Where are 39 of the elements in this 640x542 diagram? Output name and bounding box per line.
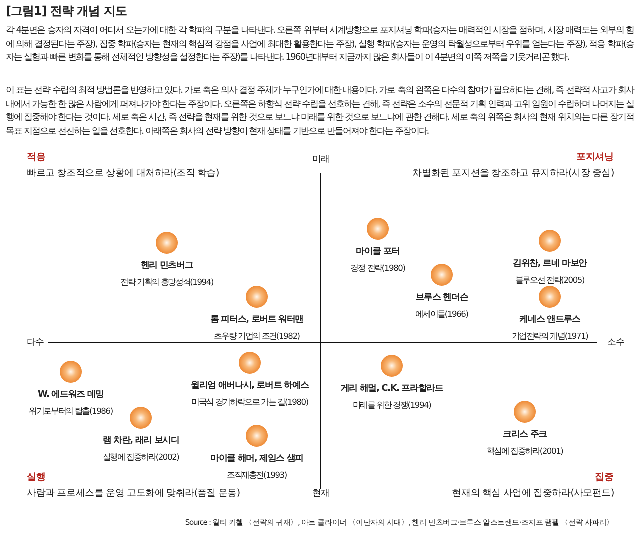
- book-title: 위기로부터의 탈출(1986): [29, 406, 113, 416]
- book-title: 기업전략의 개념(1971): [512, 331, 588, 341]
- quadrant-heading: 포지셔닝: [576, 151, 614, 164]
- book-title: 에세이들(1966): [416, 309, 468, 319]
- paragraph: 이 표는 전략 수립의 최적 방법론을 반영하고 있다. 가로 축은 의사 결정 주체가 누구인가에 대한 내용이다. 가로 축의 왼쪽은 다수의 참여가 필요하다는 견해, 즉 전략적 사고가 회사 내에서 가능한 한 많은 사람에게 퍼져나가야 한다는 주장이다. 오른쪽은 하향식 전략 수립을 선호하는 견해, 즉 전략은 소수의 전문적 기획 인력과 고위 임원이 수립하며 나머지는 실행에 집중해야 한다는 것이다. 세로 축은 시간, 즉 전략을 현재를 위한 것으로 보느냐 미래를 위한 것으로 보느냐에 관한 견해다. 세로 축의 위쪽은 회사의 현재 위치와는 다른 장기적 목표 지점으로 전진하는 일을 선호한다. 아래쪽은 회사의 전략 방향이 현재 상태를 기반으로 만들어져야 한다는 주장이다.: [6, 84, 634, 138]
- axis-label: 다수: [27, 337, 44, 349]
- book-title: 핵심에 집중하라(2001): [486, 446, 564, 456]
- author-name: 톰 피터스, 로버트 워터맨: [210, 315, 304, 325]
- book-title: 초우량 기업의 조건(1982): [214, 331, 300, 341]
- quadrant-description: 차별화된 포지션을 창조하고 유지하라(시장 중심): [412, 167, 614, 180]
- author-name: 크리스 주크: [503, 430, 547, 440]
- book-title: 조직재충전(1993): [227, 470, 287, 480]
- author-name: 브루스 헨더슨: [416, 293, 468, 303]
- author-name: W. 에드워즈 데밍: [38, 390, 104, 400]
- quadrant-description: 현재의 핵심 사업에 집중하라(사모펀드): [452, 487, 614, 500]
- author-name: 램 차란, 래리 보시디: [102, 436, 180, 446]
- author-name: 마이클 해머, 제임스 샘피: [210, 454, 304, 464]
- author-name: 헨리 민츠버그: [140, 261, 194, 271]
- book-title: 경쟁 전략(1980): [350, 263, 406, 273]
- book-title: 실행에 집중하라(2002): [102, 452, 180, 462]
- paragraph: 각 4분면은 승자의 자격이 어디서 오는가에 대한 각 학파의 구분을 나타낸다. 오른쪽 위부터 시계방향으로 포지셔닝 학파(승자는 매력적인 시장을 점하며, 시장 매력도는 외부의 힘에 의해 결정된다는 주장), 집중 학파(승자는 현재의 핵심적 강점을 사업에 최대한 활용한다는 주장), 실행 학파(승자는 운영의 탁월성으로부터 우위를 얻는다는 주장), 적응 학파(승자는 실험과 빠른 변화를 통해 전체적인 방향성을 설정한다는 주장)를 나타낸다. 1960년대부터 지금까지 많은 회사들이 이 4분면의 이쪽 저쪽을 기웃거리곤 했다.: [6, 24, 634, 64]
- quadrant-heading: 집중: [595, 471, 614, 484]
- title: [그림1] 전략 개념 지도: [6, 3, 127, 20]
- quadrant-heading: 적응: [27, 151, 46, 164]
- author-name: 케네스 앤드루스: [520, 315, 580, 325]
- author-name: 게리 해멀, C.K. 프라할라드: [340, 384, 444, 394]
- quadrant-description: 사람과 프로세스를 운영 고도화에 맞춰라(품질 운동): [27, 487, 240, 500]
- book-title: 전략 기획의 흥망성쇠(1994): [120, 277, 214, 287]
- author-name: 김위찬, 르네 마보안: [513, 259, 587, 269]
- quadrant-heading: 실행: [27, 471, 46, 484]
- quadrant-description: 빠르고 창조적으로 상황에 대처하라(조직 학습): [27, 167, 219, 180]
- axis-label: 미래: [312, 154, 330, 166]
- book-title: 미국식 경기하락으로 가는 길(1980): [192, 397, 308, 407]
- book-title: 미래를 위한 경쟁(1994): [352, 400, 432, 410]
- axis-label: 소수: [607, 337, 625, 349]
- book-title: 블루오션 전략(2005): [515, 275, 585, 285]
- axis-label: 현재: [312, 488, 330, 500]
- author-name: 마이클 포터: [356, 247, 400, 257]
- author-name: 윌리엄 애버나시, 로버트 하예스: [191, 381, 309, 391]
